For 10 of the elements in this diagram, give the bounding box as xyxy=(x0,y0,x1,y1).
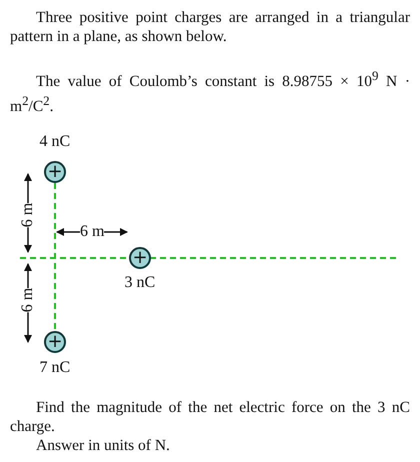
problem-text: Three positive point charges are arranged in a triangular pattern in a plane, as shown below. xyxy=(10,8,410,46)
instruction-text: Answer in units of N. xyxy=(35,436,171,455)
charge-circle: + xyxy=(44,331,66,353)
charge-circle: + xyxy=(44,161,66,183)
problem-text: The value of Coulomb’s constant is 8.98755 × 10$^{9}$ N · m$^{2}$/C$^{2}$. xyxy=(10,67,410,116)
charge-label: 7 nC xyxy=(40,359,70,377)
charge-circle: + xyxy=(129,247,151,269)
question-text: Find the magnitude of the net electric force on the 3 nC charge. xyxy=(10,398,410,436)
charge-label: 3 nC xyxy=(124,274,156,292)
charge-label: 4 nC xyxy=(40,133,70,151)
